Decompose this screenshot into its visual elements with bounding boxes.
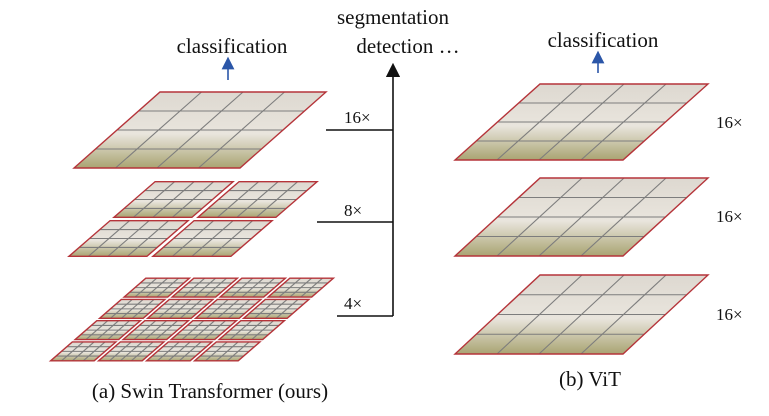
swin-level-1-window-1-0-border [67, 219, 190, 258]
swin-level-1-window-1-1-grid-line [211, 220, 253, 257]
swin-level-2-window-2-1-border [121, 320, 191, 341]
vit-level-2-border [453, 274, 710, 355]
swin-level-0-border [72, 91, 328, 169]
swin-level-2-window-3-0-grid-line [82, 341, 106, 362]
swin-level-2-window-1-1-grid-line [179, 299, 203, 319]
vit-scale-label-1: 16× [716, 113, 743, 132]
vit-level-0-border [453, 83, 710, 161]
swin-scale-label-16x: 16× [344, 108, 371, 127]
swin-scale-label-8x: 8× [344, 201, 362, 220]
swin-caption: (a) Swin Transformer (ours) [92, 379, 328, 403]
swin-level-2-window-2-2-grid-line [203, 320, 226, 340]
swin-level-2-window-1-3-grid-line [275, 299, 299, 319]
swin-level-2-window-0-0-border [122, 277, 192, 298]
vit-scale-label-2: 16× [716, 207, 743, 226]
swin-level-2-window-0-3-border [266, 277, 336, 298]
vit-scale-label-3: 16× [716, 305, 743, 324]
swin-level-2-window-2-0-grid-line [107, 320, 130, 340]
swin-level-4x-feature-map [48, 277, 336, 362]
swin-level-2-window-3-3-border [192, 341, 262, 362]
swin-level-1-window-0-0-grid-line [172, 181, 214, 218]
swin-tasks-label-line2: detection … [356, 34, 459, 58]
swin-level-2-window-1-2-border [193, 298, 263, 319]
swin-level-1-window-0-1-border [196, 180, 319, 219]
swin-level-2-window-3-1-grid-line [130, 341, 154, 362]
vit-level-1-feature-map [453, 83, 710, 161]
swin-level-16x-feature-map [72, 91, 328, 169]
swin-level-2-window-0-2-border [218, 277, 288, 298]
vit-classification-label: classification [548, 28, 659, 52]
vit-level-1-grid-line [580, 177, 667, 257]
swin-level-2-window-2-1-grid-line [155, 320, 178, 340]
swin-level-2-window-3-2-grid-line [178, 341, 202, 362]
swin-level-2-window-3-1-border [96, 341, 166, 362]
swin-level-1-window-0-1-grid-line [256, 181, 298, 218]
swin-level-2-window-3-2-border [144, 341, 214, 362]
vit-panel: classification 16× 16× 16× (b) ViT [453, 28, 743, 391]
vit-level-0-grid-line [580, 83, 667, 161]
swin-panel: classification 16× 8× 4× segmentation de… [48, 5, 460, 403]
swin-level-2-window-1-3-border [241, 298, 311, 319]
swin-scale-label-4x: 4× [344, 294, 362, 313]
swin-level-8x-feature-map [67, 180, 319, 258]
vit-level-1-border [453, 177, 710, 257]
vit-level-2-feature-map [453, 177, 710, 257]
vit-level-3-feature-map [453, 274, 710, 355]
swin-level-0-grid-line [198, 91, 285, 169]
swin-level-2-window-1-2-grid-line [227, 299, 251, 319]
swin-level-1-window-1-1-border [151, 219, 274, 258]
swin-level-1-window-0-0-border [112, 180, 235, 219]
swin-classification-label: classification [177, 34, 288, 58]
swin-tasks-label-line1: segmentation [337, 5, 449, 29]
swin-level-2-window-3-0-border [48, 341, 118, 362]
swin-level-2-window-0-2-grid-line [252, 277, 275, 298]
swin-level-2-window-2-3-grid-line [251, 320, 274, 340]
swin-level-2-window-0-1-border [170, 277, 240, 298]
swin-level-2-window-3-3-grid-line [226, 341, 250, 362]
swin-level-2-window-2-3-border [217, 320, 287, 341]
vit-caption: (b) ViT [559, 367, 621, 391]
swin-level-2-window-2-0-border [73, 320, 143, 341]
vit-level-2-grid-line [580, 274, 667, 355]
swin-level-1-window-1-0-grid-line [127, 220, 169, 257]
swin-level-2-window-0-1-grid-line [204, 277, 227, 298]
swin-level-2-window-1-0-grid-line [131, 299, 155, 319]
swin-level-2-window-0-3-grid-line [300, 277, 323, 298]
swin-level-2-window-1-1-border [145, 298, 215, 319]
swin-level-2-window-2-2-border [169, 320, 239, 341]
swin-level-2-window-1-0-border [97, 298, 167, 319]
swin-level-2-window-0-0-grid-line [156, 277, 179, 298]
